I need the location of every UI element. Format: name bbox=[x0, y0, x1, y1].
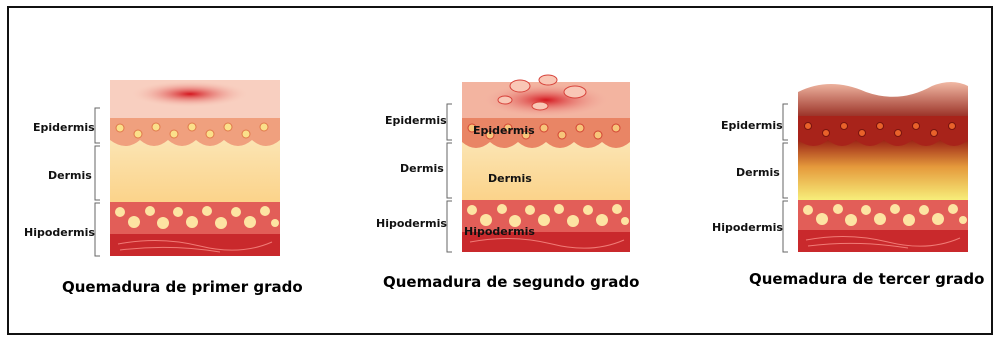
muscle-fibers bbox=[805, 235, 961, 249]
skin-block-second-degree bbox=[462, 74, 630, 252]
muscle-fibers bbox=[117, 239, 273, 253]
blisters bbox=[497, 74, 587, 111]
skin-block-third-degree bbox=[798, 82, 968, 252]
label-dermis-second: Dermis bbox=[400, 162, 444, 175]
inner-label-hipodermis: Hipodermis bbox=[464, 225, 535, 238]
label-hipodermis-third: Hipodermis bbox=[712, 221, 783, 234]
caption-second-degree: Quemadura de segundo grado bbox=[383, 273, 640, 291]
label-epidermis-third: Epidermis bbox=[721, 119, 783, 132]
fat-cells bbox=[467, 204, 629, 227]
inner-label-dermis: Dermis bbox=[488, 172, 532, 185]
label-epidermis-first: Epidermis bbox=[33, 121, 95, 134]
muscle-fibers bbox=[469, 237, 625, 249]
fat-cells bbox=[803, 204, 967, 226]
burn-redness bbox=[132, 81, 248, 107]
epidermis-cells bbox=[804, 122, 956, 137]
bracket-lines-first bbox=[94, 107, 100, 257]
epidermis-layer bbox=[798, 116, 968, 146]
label-hipodermis-first: Hipodermis bbox=[24, 226, 95, 239]
bracket-lines-second bbox=[446, 103, 452, 253]
dermis-layer bbox=[110, 138, 280, 202]
epidermis-layer bbox=[462, 118, 630, 148]
epidermis-cells bbox=[467, 123, 621, 140]
label-epidermis-second: Epidermis bbox=[385, 114, 447, 127]
inner-label-epidermis: Epidermis bbox=[473, 124, 535, 137]
fat-cells bbox=[115, 206, 279, 229]
top-surface bbox=[798, 82, 968, 122]
label-hipodermis-second: Hipodermis bbox=[376, 217, 447, 230]
bracket-lines-third bbox=[782, 103, 788, 253]
skin-block-first-degree bbox=[110, 80, 280, 256]
epidermis-cells bbox=[115, 122, 269, 139]
label-dermis-first: Dermis bbox=[48, 169, 92, 182]
caption-third-degree: Quemadura de tercer grado bbox=[749, 270, 985, 288]
label-dermis-third: Dermis bbox=[736, 166, 780, 179]
dermis-layer bbox=[798, 140, 968, 200]
dermis-layer bbox=[462, 140, 630, 200]
caption-first-degree: Quemadura de primer grado bbox=[62, 278, 303, 296]
muscle-layer bbox=[462, 232, 630, 252]
